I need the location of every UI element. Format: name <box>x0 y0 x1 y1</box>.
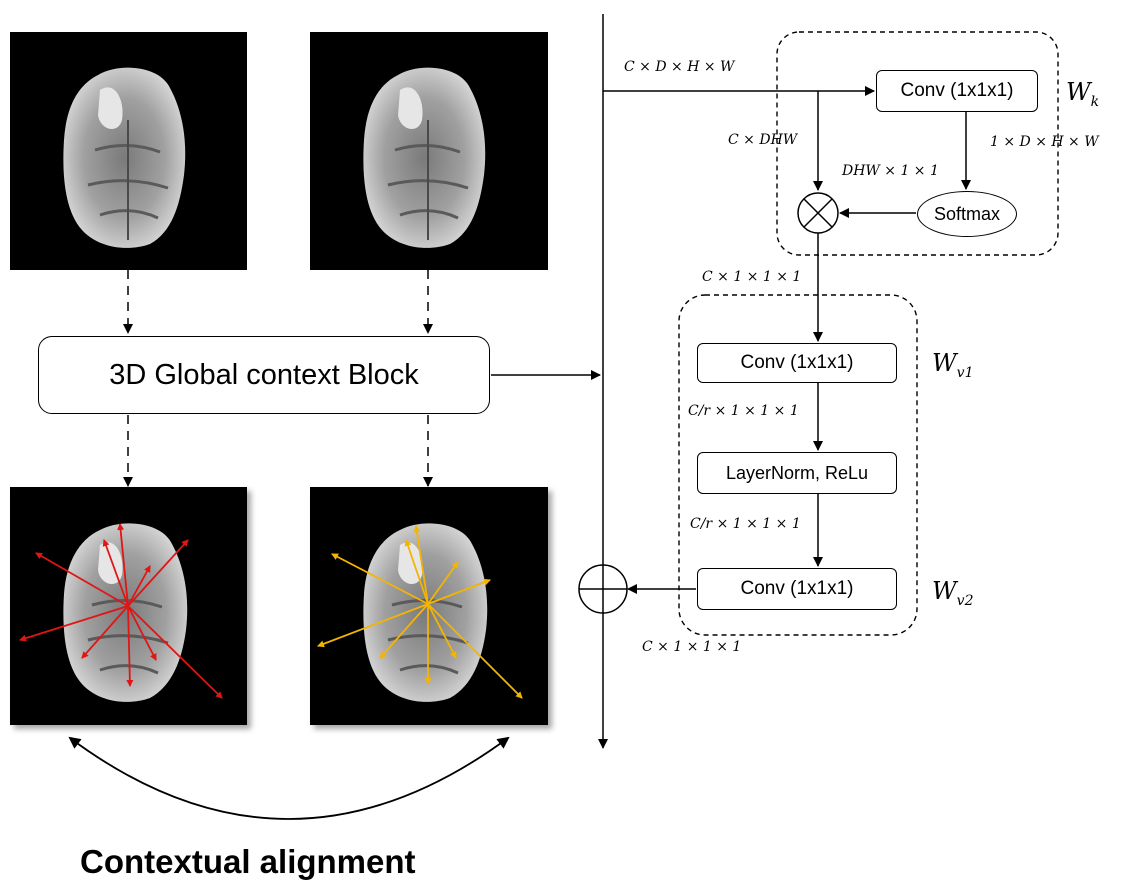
label-wv2: Wv2 <box>932 577 974 609</box>
label-output-dim: C × 1 × 1 × 1 <box>642 639 742 655</box>
wk-group-container <box>776 31 1059 256</box>
contextual-alignment-curve <box>68 736 510 820</box>
caption-contextual-alignment: Contextual alignment <box>80 843 416 880</box>
brain-image-top-right <box>310 32 548 270</box>
label-wk: Wk <box>1066 78 1100 110</box>
label-input-dim: C × D × H × W <box>624 59 735 75</box>
label-pooled-dim: C × 1 × 1 × 1 <box>702 269 802 285</box>
add-node <box>578 564 628 614</box>
conv-k-block: Conv (1x1x1) <box>876 70 1038 112</box>
multiply-node <box>797 192 839 234</box>
softmax-node: Softmax <box>917 191 1017 237</box>
conv-v1-block: Conv (1x1x1) <box>697 343 897 383</box>
layernorm-relu-block: LayerNorm, ReLu <box>697 452 897 494</box>
global-context-block: 3D Global context Block <box>38 336 490 414</box>
label-reshape-dim: C × DHW <box>728 132 798 148</box>
yellow-attention-vectors <box>317 525 523 699</box>
brain-image-top-left <box>10 32 247 270</box>
conv-v2-block: Conv (1x1x1) <box>697 568 897 610</box>
wv-group-container <box>678 294 918 636</box>
red-attention-vectors <box>19 523 223 699</box>
label-conv-k-out-dim: 1 × D × H × W <box>990 134 1099 150</box>
label-softmax-in-dim: DHW × 1 × 1 <box>842 163 939 179</box>
label-after-layernorm-dim: C/r × 1 × 1 × 1 <box>690 516 801 532</box>
label-after-conv-v1-dim: C/r × 1 × 1 × 1 <box>688 403 799 419</box>
label-wv1: Wv1 <box>932 349 974 381</box>
